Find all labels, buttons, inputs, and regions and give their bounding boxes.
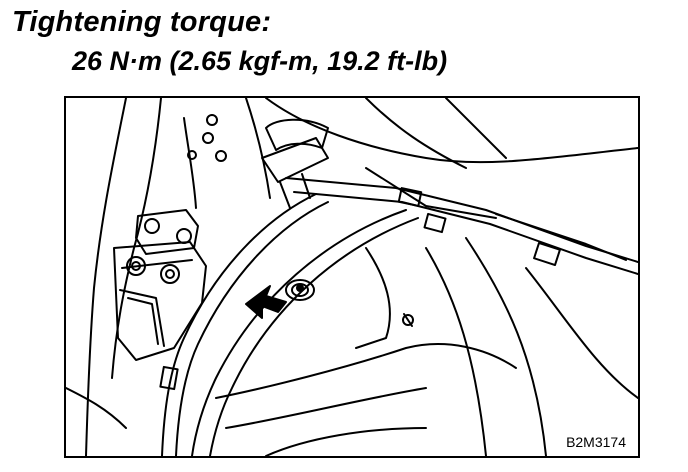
- hose-lines: [159, 193, 419, 456]
- target-bolt: [285, 279, 315, 301]
- tank-lower-body: [215, 343, 517, 456]
- fuel-pipes: [285, 167, 638, 275]
- panel-holes: [187, 114, 227, 162]
- arrow-icon: [245, 285, 287, 319]
- lower-bracket: [113, 241, 207, 361]
- torque-label: Tightening torque:: [12, 6, 272, 38]
- figure-code: B2M3174: [564, 434, 628, 450]
- torque-value: 26 N·m (2.65 kgf-m, 19.2 ft-lb): [72, 46, 448, 76]
- upper-bracket: [135, 209, 199, 255]
- hose-clip: [245, 98, 329, 209]
- diagram-frame: B2M3174: [64, 96, 640, 458]
- bolt-location-diagram: [66, 98, 638, 456]
- body-panel-right: [265, 98, 638, 456]
- body-panel-left: [66, 98, 197, 456]
